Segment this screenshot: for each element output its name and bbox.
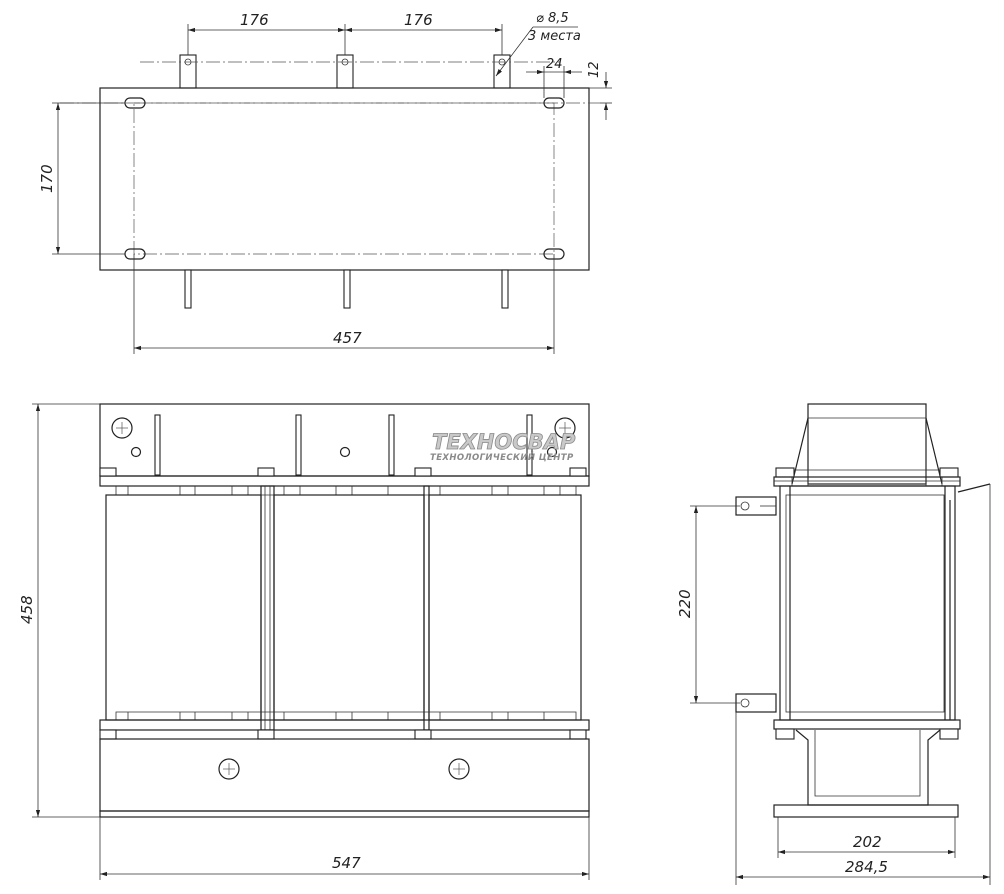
lower-yoke [99,738,590,812]
dim-length-457-label: 457 [333,329,362,347]
dim-slot-edge-label: 12 [587,61,602,78]
bottom-teeth [115,711,577,720]
bolt-pattern-centerline [133,102,555,255]
dim-hole-leader [495,26,578,77]
side-top-bracket [791,403,943,487]
dim-mount-inner [777,817,956,858]
dim-pitch-right-label: 176 [404,11,433,29]
side-view: 220 202 284,5 [676,403,991,885]
bottom-rods [184,269,509,309]
dim-terminal-spacing [690,505,740,704]
dim-mount-outer-label: 284,5 [845,858,888,876]
mounting-slots [124,97,565,260]
dim-width-547 [99,817,590,880]
dim-slot-edge [589,72,612,120]
dim-mount-outer [735,484,991,885]
front-view: ТЕХНОСВАР ТЕХНОЛОГИЧЕСКИЙ ЦЕНТР [18,403,590,880]
dim-pitch-left-label: 176 [240,11,269,29]
side-base-bracket [773,729,959,818]
dim-height-170 [52,102,125,255]
dim-terminal-spacing-label: 220 [676,589,694,618]
top-terminals [179,54,511,89]
dim-hole-count-label: 3 места [528,29,581,44]
dim-mount-inner-label: 202 [853,833,882,851]
bottom-nuts [99,729,587,740]
dim-length-457 [133,254,555,354]
dim-pitch [187,24,503,55]
dim-slot-offset [526,66,582,98]
dim-width-547-label: 547 [332,854,361,872]
side-terminals [735,496,777,713]
dim-slot-offset-label: 24 [546,57,563,72]
logo-title: ТЕХНОСВАР [432,430,576,454]
dim-hole-label: ⌀ 8,5 [536,11,569,26]
top-teeth [115,486,577,496]
dim-height-170-label: 170 [38,164,56,193]
tie-rods [260,485,430,731]
logo-subtitle: ТЕХНОЛОГИЧЕСКИЙ ЦЕНТР [430,451,574,463]
front-terminals [154,414,533,476]
top-view: 176 176 ⌀ 8,5 3 места 24 12 [38,11,612,354]
top-plate [99,87,590,271]
top-nuts [99,467,587,477]
dim-height-458-label: 458 [18,595,36,624]
coils [105,494,582,721]
dim-height-458 [32,403,100,818]
side-coil [779,485,956,721]
